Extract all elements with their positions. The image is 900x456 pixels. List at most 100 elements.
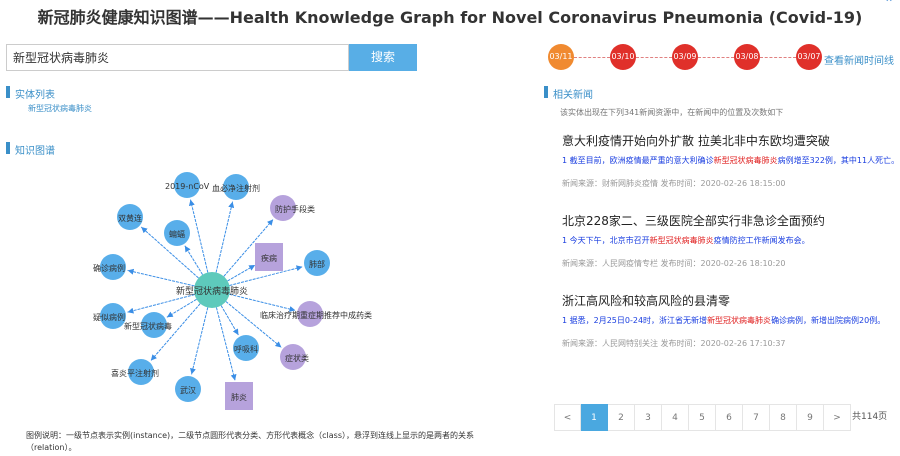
entity-list-heading: 实体列表 [0,86,55,101]
entity-highlight: 新型冠状病毒肺炎 [707,316,772,325]
search-input[interactable] [6,44,349,71]
news-summary: 1 据悉，2月25日0-24时，浙江省无新增新型冠状病毒肺炎确诊病例，新增出院病… [562,316,886,325]
graph-edge[interactable] [166,298,197,318]
news-summary: 1 截至目前，欧洲疫情最严重的意大利确诊新型冠状病毒肺炎病例增至322例，其中1… [562,156,900,165]
next-page-button[interactable]: > [824,404,851,431]
news-item: 北京228家二、三级医院全部实行非急诊全面预约 1 今天下午，北京市召开新型冠状病… [562,212,900,269]
graph-edge[interactable] [150,303,201,361]
page-button[interactable]: 3 [635,404,662,431]
graph-edge[interactable] [229,265,303,287]
view-timeline-link[interactable]: 查看新闻时间线 [824,56,894,67]
search-button[interactable]: 搜索 [349,44,417,71]
news-headline[interactable]: 浙江高风险和较高风险的县清零 [562,294,731,308]
news-headline[interactable]: 北京228家二、三级医院全部实行非急诊全面预约 [562,214,825,228]
graph-node-label: 肺炎 [231,393,247,402]
entity-highlight: 新型冠状病毒肺炎 [713,156,778,165]
graph-edge[interactable] [184,245,204,275]
page-button[interactable]: 5 [689,404,716,431]
page-button[interactable]: 2 [608,404,635,431]
timeline-date[interactable]: 03/11 [548,44,574,70]
graph-node-instance[interactable] [100,254,126,280]
graph-node-label: 新型冠状病毒 [124,321,172,331]
graph-node-instance[interactable] [304,250,330,276]
page-title: 新冠肺炎健康知识图谱——Health Knowledge Graph for N… [37,8,863,27]
timeline-date[interactable]: 03/07 [796,44,822,70]
graph-node-label: 临床治疗期重症期推荐中成药类 [260,310,372,320]
timeline-connector [574,57,610,58]
graph-center-label: 新型冠状病毒肺炎 [176,285,248,297]
page-button[interactable]: 1 [581,404,608,431]
entity-link[interactable]: 新型冠状病毒肺炎 [28,104,92,113]
graph-heading: 知识图谱 [0,142,55,157]
graph-edge[interactable] [229,293,296,312]
news-item: 意大利疫情开始向外扩散 拉美北非中东欧均遭突破 1 截至目前，欧洲疫情最严重的意大… [562,132,900,189]
expand-icon[interactable]: ⌃ [883,0,894,10]
graph-node-category[interactable] [297,301,323,327]
graph-node-label: 疾病 [261,253,277,263]
entity-highlight: 新型冠状病毒肺炎 [649,236,714,245]
graph-node-category[interactable] [280,344,306,370]
graph-edge[interactable] [223,219,274,277]
graph-node-category[interactable] [270,195,296,221]
graph-node-concept[interactable] [255,243,283,271]
news-count-text: 该实体出现在下列341新闻资源中，在新闻中的位置及次数如下 [560,108,784,117]
graph-node-label: 肺部 [309,259,325,269]
graph-edge[interactable] [220,305,239,336]
graph-node-instance[interactable] [164,220,190,246]
graph-center-node[interactable] [194,272,230,308]
timeline-date[interactable]: 03/08 [734,44,760,70]
news-meta: 新闻来源：财新网肺炎疫情 发布时间：2020-02-26 18:15:00 [562,179,786,188]
graph-node-label: 喜炎平注射剂 [111,368,159,378]
graph-node-instance[interactable] [233,335,259,361]
news-meta: 新闻来源：人民网特别关注 发布时间：2020-02-26 17:10:37 [562,339,786,348]
prev-page-button[interactable]: < [554,404,581,431]
graph-node-concept[interactable] [225,382,253,410]
graph-node-instance[interactable] [128,359,154,385]
graph-node-instance[interactable] [175,376,201,402]
news-summary: 1 今天下午，北京市召开新型冠状病毒肺炎疫情防控工作新闻发布会。 [562,236,810,245]
graph-node-instance[interactable] [141,312,167,338]
page-button[interactable]: 7 [743,404,770,431]
graph-edge[interactable] [215,307,237,381]
timeline-date[interactable]: 03/09 [672,44,698,70]
legend-note: 图例说明：一级节点表示实例(instance)，二级节点圆形代表分类、方形代表概… [26,431,474,452]
graph-node-label: 疑似病例 [93,312,125,322]
timeline-connector [636,57,672,58]
graph-edge[interactable] [215,201,235,273]
timeline-connector [760,57,796,58]
graph-node-label: 症状类 [285,353,309,363]
graph-node-instance[interactable] [100,303,126,329]
related-news-heading: 相关新闻 [538,86,593,101]
graph-node-instance[interactable] [117,204,143,230]
graph-node-label: 确诊病例 [93,263,125,273]
page-button[interactable]: 8 [770,404,797,431]
graph-node-label: 血必净注射剂 [212,183,260,193]
news-timeline: 03/11 03/10 03/09 03/08 03/07 [548,44,822,70]
graph-node-label: 蝙蝠 [169,229,185,239]
graph-node-instance[interactable] [223,174,249,200]
graph-edge[interactable] [127,268,195,287]
graph-edge[interactable] [190,307,209,375]
graph-edge[interactable] [140,226,199,279]
graph-node-label: 防护手段类 [275,204,315,214]
page-button[interactable]: 9 [797,404,824,431]
graph-node-label: 双黄连 [118,213,142,223]
timeline-connector [698,57,734,58]
page-button[interactable]: 4 [662,404,689,431]
graph-node-label: 武汉 [180,385,196,395]
news-item: 浙江高风险和较高风险的县清零 1 据悉，2月25日0-24时，浙江省无新增新型冠状… [562,292,900,349]
total-pages: 共114页 [852,412,888,422]
news-meta: 新闻来源：人民网疫情专栏 发布时间：2020-02-26 18:10:20 [562,259,786,268]
graph-node-label: 2019-nCoV [165,182,210,191]
graph-node-label: 呼吸科 [234,344,258,354]
graph-edge[interactable] [227,264,256,282]
graph-edge[interactable] [127,294,195,314]
graph-edge[interactable] [225,301,282,348]
timeline-date[interactable]: 03/10 [610,44,636,70]
graph-node-instance[interactable] [174,172,200,198]
page-button[interactable]: 6 [716,404,743,431]
graph-edge[interactable] [188,199,209,273]
news-headline[interactable]: 意大利疫情开始向外扩散 拉美北非中东欧均遭突破 [562,134,830,148]
